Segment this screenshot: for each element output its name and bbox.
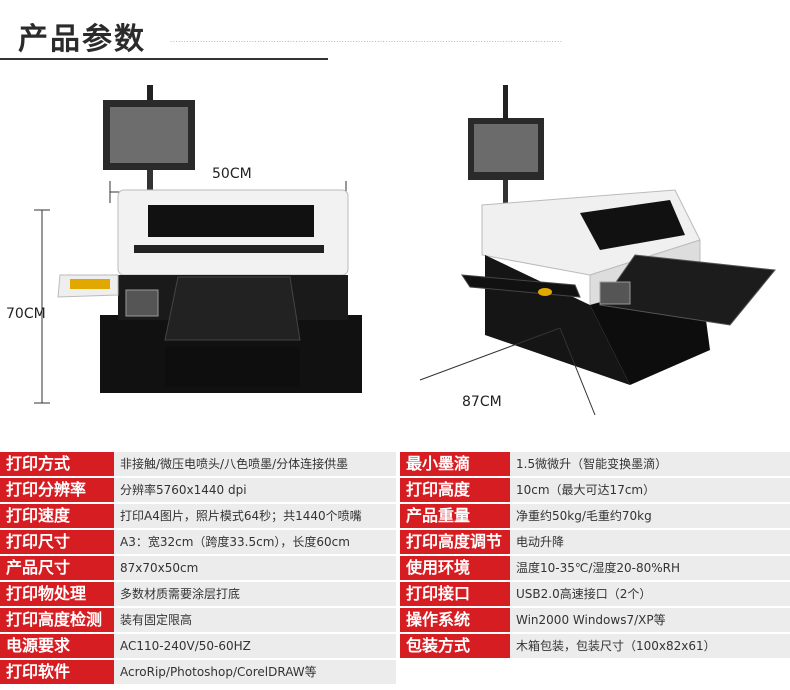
spec-label: 打印高度检测 bbox=[0, 608, 114, 632]
width-dimension: 50CM bbox=[212, 166, 252, 182]
printer-perspective-view-image bbox=[419, 85, 776, 416]
title-subtext: ........................................… bbox=[170, 36, 563, 44]
spec-label: 打印软件 bbox=[0, 660, 114, 684]
spec-label: 打印接口 bbox=[400, 582, 510, 606]
spec-label: 包装方式 bbox=[400, 634, 510, 658]
height-dimension: 70CM bbox=[6, 306, 46, 322]
spec-label: 打印速度 bbox=[0, 504, 114, 528]
spec-label: 打印高度 bbox=[400, 478, 510, 502]
spec-label: 最小墨滴 bbox=[400, 452, 510, 476]
header: 产品参数 ...................................… bbox=[0, 0, 790, 62]
spec-row: 产品尺寸 87x70x50cm 使用环境 温度10-35℃/湿度20-80%RH bbox=[0, 556, 790, 581]
spec-label: 打印物处理 bbox=[0, 582, 114, 606]
spec-label: 操作系统 bbox=[400, 608, 510, 632]
spec-value: A3：宽32cm（跨度33.5cm），长度60cm bbox=[114, 530, 396, 554]
spec-label: 电源要求 bbox=[0, 634, 114, 658]
spec-value: 装有固定限高 bbox=[114, 608, 396, 632]
spec-value: 木箱包装，包装尺寸（100x82x61） bbox=[510, 634, 790, 658]
spec-value: 87x70x50cm bbox=[114, 556, 396, 580]
spec-value: 打印A4图片，照片模式64秒；共1440个喷嘴 bbox=[114, 504, 396, 528]
spec-row: 打印速度 打印A4图片，照片模式64秒；共1440个喷嘴 产品重量 净重约50k… bbox=[0, 504, 790, 529]
spec-label: 打印尺寸 bbox=[0, 530, 114, 554]
spec-label: 打印方式 bbox=[0, 452, 114, 476]
spec-value: 多数材质需要涂层打底 bbox=[114, 582, 396, 606]
spec-row: 打印软件 AcroRip/Photoshop/CorelDRAW等 bbox=[0, 660, 790, 685]
spec-value: 分辨率5760x1440 dpi bbox=[114, 478, 396, 502]
spec-row: 打印分辨率 分辨率5760x1440 dpi 打印高度 10cm（最大可达17c… bbox=[0, 478, 790, 503]
spec-value: 温度10-35℃/湿度20-80%RH bbox=[510, 556, 790, 580]
spec-value: 10cm（最大可达17cm） bbox=[510, 478, 790, 502]
depth-dimension: 87CM bbox=[462, 394, 502, 410]
spec-row: 电源要求 AC110-240V/50-60HZ 包装方式 木箱包装，包装尺寸（1… bbox=[0, 634, 790, 659]
spec-value: USB2.0高速接口（2个） bbox=[510, 582, 790, 606]
spec-label: 打印分辨率 bbox=[0, 478, 114, 502]
printer-front-view-image bbox=[34, 85, 362, 404]
spec-value: AcroRip/Photoshop/CorelDRAW等 bbox=[114, 660, 396, 684]
spec-row: 打印物处理 多数材质需要涂层打底 打印接口 USB2.0高速接口（2个） bbox=[0, 582, 790, 607]
spec-value: 净重约50kg/毛重约70kg bbox=[510, 504, 790, 528]
spec-row: 打印高度检测 装有固定限高 操作系统 Win2000 Windows7/XP等 bbox=[0, 608, 790, 633]
title-underline bbox=[0, 58, 328, 60]
spec-value: AC110-240V/50-60HZ bbox=[114, 634, 396, 658]
spec-label: 打印高度调节 bbox=[400, 530, 510, 554]
spec-row: 打印尺寸 A3：宽32cm（跨度33.5cm），长度60cm 打印高度调节 电动… bbox=[0, 530, 790, 555]
spec-value: Win2000 Windows7/XP等 bbox=[510, 608, 790, 632]
spec-label: 使用环境 bbox=[400, 556, 510, 580]
spec-row: 打印方式 非接触/微压电喷头/八色喷墨/分体连接供墨 最小墨滴 1.5微微升（智… bbox=[0, 452, 790, 477]
spec-label: 产品尺寸 bbox=[0, 556, 114, 580]
spec-label: 产品重量 bbox=[400, 504, 510, 528]
page-title: 产品参数 bbox=[18, 22, 146, 57]
spec-value: 非接触/微压电喷头/八色喷墨/分体连接供墨 bbox=[114, 452, 396, 476]
spec-value: 电动升降 bbox=[510, 530, 790, 554]
spec-value: 1.5微微升（智能变换墨滴） bbox=[510, 452, 790, 476]
